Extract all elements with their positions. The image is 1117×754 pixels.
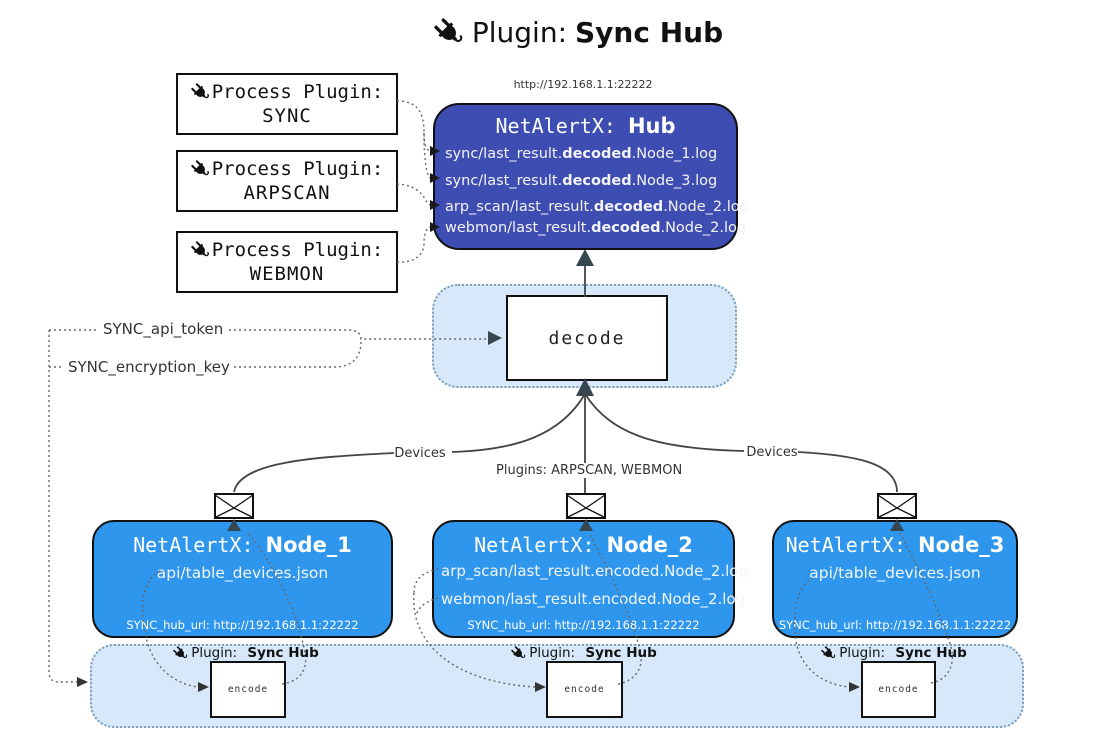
- title-name: Sync Hub: [575, 16, 724, 49]
- diagram-title: Plugin: Sync Hub: [20, 16, 1117, 49]
- hub-title-prefix: NetAlertX:: [495, 114, 628, 138]
- node-box-1: NetAlertX: Node_1 api/table_devices.json…: [92, 520, 393, 638]
- encoder-label-2: Plugin: Sync Hub: [511, 645, 657, 661]
- node-file: webmon/last_result.encoded.Node_2.log: [441, 590, 746, 608]
- node-box-2: NetAlertX: Node_2 arp_scan/last_result.e…: [432, 520, 748, 638]
- encode-box-2: encode: [546, 661, 623, 718]
- node-title: NetAlertX: Node_3: [785, 533, 1005, 557]
- title-prefix: Plugin:: [471, 16, 568, 49]
- edge-label-devices-left: Devices: [394, 446, 446, 461]
- edge-label-plugins: Plugins: ARPSCAN, WEBMON: [496, 463, 683, 478]
- decode-box: decode: [506, 295, 668, 381]
- plug-icon: [428, 11, 470, 53]
- node-file: api/table_devices.json: [809, 564, 981, 582]
- envelope-icon: [214, 493, 254, 519]
- hub-url: http://192.168.1.1:22222: [513, 78, 653, 91]
- envelope-icon: [877, 493, 917, 519]
- sync-api-token-label: SYNC_api_token: [99, 320, 228, 338]
- process-plugin-label: Process Plugin:: [211, 81, 384, 103]
- process-plugin-name: WEBMON: [249, 263, 325, 285]
- process-plugin-label: Process Plugin:: [211, 239, 384, 261]
- process-plugin-name: SYNC: [262, 105, 312, 127]
- line-webmon-to-hub: [396, 226, 431, 263]
- plug-icon: [187, 237, 214, 264]
- process-plugin-box-sync: Process Plugin: SYNC: [176, 73, 398, 135]
- node-file: arp_scan/last_result.encoded.Node_2.log: [441, 562, 748, 580]
- hub-title: NetAlertX: Hub: [435, 114, 736, 138]
- edges-nodes-to-decode: [233, 393, 898, 494]
- arrowhead-into-strip: [77, 677, 88, 687]
- edge-label-devices-right: Devices: [746, 445, 798, 460]
- hub-log-line: arp_scan/last_result.decoded.Node_2.log: [445, 199, 749, 215]
- process-plugin-box-webmon: Process Plugin: WEBMON: [176, 231, 398, 293]
- edge-node1-to-decode-b: [233, 452, 395, 493]
- hub-log-line: sync/last_result.decoded.Node_1.log: [445, 146, 718, 162]
- sync-encryption-key-label: SYNC_encryption_key: [64, 358, 234, 376]
- line-secrets-to-encoders: [48, 330, 77, 683]
- line-sync-to-hub-1: [396, 100, 431, 152]
- line-arpscan-to-hub: [396, 183, 431, 206]
- process-plugin-label: Process Plugin:: [211, 158, 384, 180]
- encoder-label-1: Plugin: Sync Hub: [173, 645, 319, 661]
- encoder-label-3: Plugin: Sync Hub: [821, 645, 967, 661]
- hub-title-name: Hub: [627, 114, 676, 138]
- node-hub-url: SYNC_hub_url: http://192.168.1.1:22222: [126, 618, 359, 632]
- plug-icon: [187, 156, 214, 183]
- dotted-plugin-connectors: [396, 100, 431, 263]
- process-plugin-box-arpscan: Process Plugin: ARPSCAN: [176, 150, 398, 212]
- hub-log-line: webmon/last_result.decoded.Node_2.log: [445, 220, 747, 236]
- node-title: NetAlertX: Node_1: [133, 533, 352, 557]
- hub-box: NetAlertX: Hub sync/last_result.decoded.…: [433, 103, 749, 250]
- process-plugin-name: ARPSCAN: [243, 182, 331, 204]
- node-title: NetAlertX: Node_2: [474, 533, 693, 557]
- edge-node1-to-decode-a: [451, 393, 586, 453]
- encode-box-1: encode: [210, 661, 286, 718]
- node-file: api/table_devices.json: [156, 564, 329, 582]
- hub-log-line: sync/last_result.decoded.Node_3.log: [445, 173, 718, 189]
- edge-node3-to-decode-a: [584, 393, 745, 452]
- arrowhead-into-hub: [576, 249, 594, 266]
- encode-box-3: encode: [861, 661, 936, 718]
- node-hub-url: SYNC_hub_url: http://192.168.1.1:22222: [467, 618, 700, 632]
- node-hub-url: SYNC_hub_url: http://192.168.1.1:22222: [778, 618, 1012, 632]
- envelope-icon: [566, 493, 606, 519]
- node-box-3: NetAlertX: Node_3 api/table_devices.json…: [772, 520, 1018, 638]
- line-sync-to-hub-2: [423, 132, 431, 179]
- edge-node3-to-decode-b: [797, 451, 898, 493]
- plug-icon: [187, 79, 214, 106]
